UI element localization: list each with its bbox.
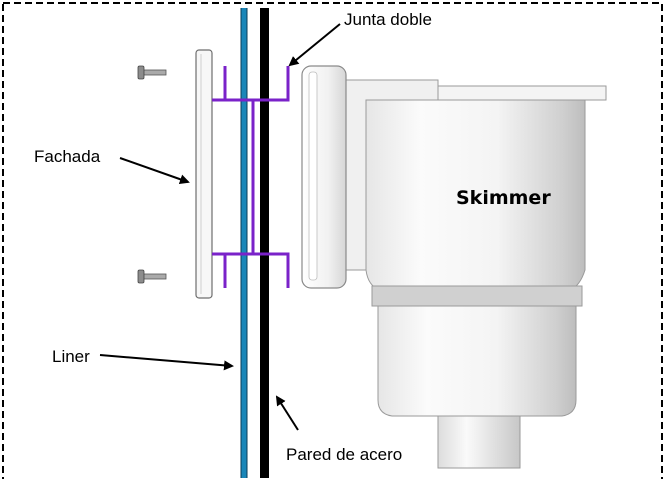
label-pared-de-acero: Pared de acero xyxy=(286,445,402,464)
face-plate-bevel xyxy=(308,71,318,281)
skimmer-lower-cylinder xyxy=(377,305,577,417)
skimmer-outlet-pipe xyxy=(437,415,521,469)
arrow-pared-de-acero xyxy=(275,395,299,431)
screw-icon xyxy=(137,269,167,284)
steel-wall xyxy=(260,8,269,478)
arrow-liner xyxy=(99,354,234,371)
junta-doble-gasket-bottom xyxy=(212,252,290,288)
fachada-plate xyxy=(195,49,213,299)
screw-icon xyxy=(137,65,167,80)
arrow-junta-doble xyxy=(288,23,341,67)
junta-doble-gasket-top xyxy=(212,66,290,102)
skimmer-body xyxy=(301,65,607,469)
skimmer-shoulder xyxy=(371,285,583,307)
arrow-fachada xyxy=(119,157,190,185)
label-skimmer: Skimmer xyxy=(456,187,551,209)
label-junta-doble: Junta doble xyxy=(344,10,432,29)
label-liner: Liner xyxy=(52,347,90,366)
label-fachada: Fachada xyxy=(34,147,101,166)
